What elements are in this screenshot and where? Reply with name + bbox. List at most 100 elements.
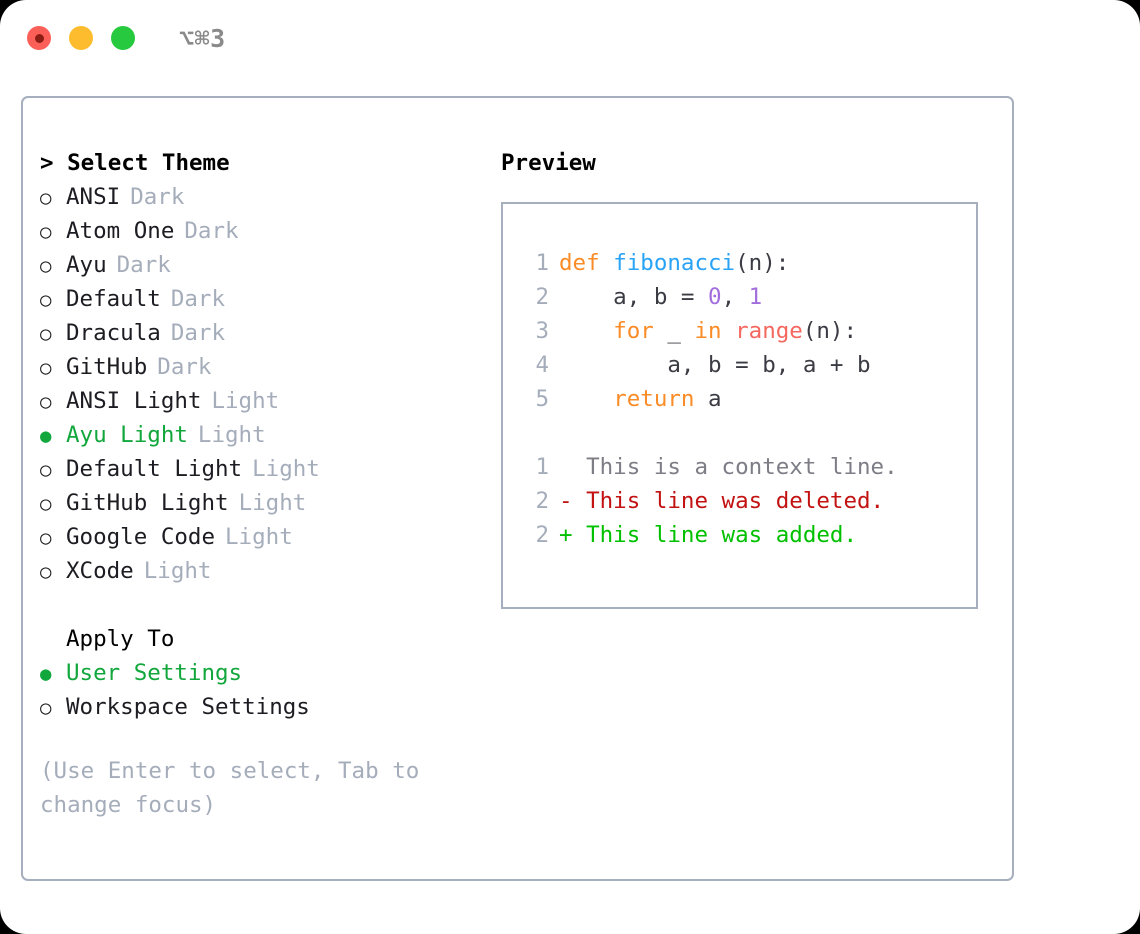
close-button-icon[interactable]	[27, 26, 51, 50]
radio-unselected-icon[interactable]: ○	[40, 289, 52, 311]
radio-selected-icon[interactable]: ●	[40, 425, 52, 447]
radio-unselected-icon[interactable]: ○	[40, 697, 52, 719]
theme-variant-tag: Light	[252, 456, 320, 482]
theme-list-item[interactable]: ○ ANSI Dark	[40, 180, 500, 214]
diff-line: 1 This is a context line.	[503, 450, 976, 484]
theme-name-label: Google Code	[66, 524, 216, 550]
code-token: a	[694, 386, 722, 412]
theme-variant-tag: Dark	[184, 218, 239, 244]
window-title: ⌥⌘3	[179, 23, 226, 53]
line-number: 3	[535, 318, 549, 344]
theme-name-label: ANSI	[66, 184, 121, 210]
diff-line-content: - This line was deleted.	[559, 488, 885, 514]
apply-to-list[interactable]: ●User Settings○Workspace Settings	[40, 656, 500, 724]
code-line: 3 for _ in range(n):	[503, 314, 976, 348]
minimize-button-icon[interactable]	[69, 26, 93, 50]
radio-unselected-icon[interactable]: ○	[40, 459, 52, 481]
radio-unselected-icon[interactable]: ○	[40, 221, 52, 243]
radio-unselected-icon[interactable]: ○	[40, 357, 52, 379]
radio-selected-icon[interactable]: ●	[40, 663, 52, 685]
theme-name-label: Ayu	[66, 252, 107, 278]
code-token: ,	[721, 284, 749, 310]
theme-variant-tag: Light	[225, 524, 293, 550]
code-token: (n):	[735, 250, 790, 276]
theme-name-label: Ayu Light	[66, 422, 188, 448]
radio-unselected-icon[interactable]: ○	[40, 391, 52, 413]
code-line-content: a, b = 0, 1	[559, 280, 762, 314]
line-number: 1	[535, 250, 549, 276]
radio-unselected-icon[interactable]: ○	[40, 561, 52, 583]
diff-line-content: This is a context line.	[559, 454, 898, 480]
code-line-content: return a	[559, 382, 722, 416]
theme-list-item[interactable]: ○ Default Dark	[40, 282, 500, 316]
code-line-content: for _ in range(n):	[559, 314, 857, 348]
theme-list-item[interactable]: ○ Atom One Dark	[40, 214, 500, 248]
code-token: in	[694, 318, 722, 344]
apply-to-item[interactable]: ●User Settings	[40, 656, 500, 690]
theme-list-item[interactable]: ○ Google Code Light	[40, 520, 500, 554]
radio-unselected-icon[interactable]: ○	[40, 527, 52, 549]
theme-variant-tag: Light	[211, 388, 280, 414]
code-diff-spacer	[503, 416, 976, 450]
theme-list-item[interactable]: ○ ANSI Light Light	[40, 384, 500, 418]
radio-unselected-icon[interactable]: ○	[40, 187, 52, 209]
code-token: (n):	[802, 318, 858, 344]
diff-sample: 1 This is a context line. 2 - This line wa…	[503, 450, 976, 552]
code-line-content: def fibonacci(n):	[559, 246, 789, 280]
theme-variant-tag: Dark	[130, 184, 185, 210]
theme-variant-tag: Dark	[170, 320, 226, 346]
code-line-content: a, b = b, a + b	[559, 348, 871, 382]
theme-name-label: Default Light	[66, 456, 243, 482]
preview-heading: Preview	[501, 150, 596, 176]
apply-to-item[interactable]: ○Workspace Settings	[40, 690, 500, 724]
theme-name-label: GitHub Light	[66, 490, 229, 516]
maximize-button-icon[interactable]	[111, 26, 135, 50]
section-spacer	[40, 588, 500, 622]
code-token: a, b = b, a + b	[559, 352, 871, 378]
keyboard-hint-text: (Use Enter to select, Tab to change focu…	[40, 758, 420, 818]
theme-name-label: ANSI Light	[66, 388, 202, 414]
select-theme-heading: > Select Theme	[40, 150, 230, 176]
theme-variant-tag: Light	[197, 422, 266, 448]
code-token: for	[613, 318, 654, 344]
code-token: a, b =	[559, 284, 709, 310]
code-token: def	[559, 250, 614, 276]
line-number: 4	[535, 352, 549, 378]
theme-variant-tag: Dark	[157, 354, 212, 380]
line-number: 2	[535, 284, 549, 310]
line-number: 1	[535, 454, 549, 480]
line-number: 2	[535, 488, 549, 514]
code-line: 1 def fibonacci(n):	[503, 246, 976, 280]
code-token: range	[735, 318, 803, 344]
code-token: return	[613, 386, 695, 412]
theme-name-label: XCode	[66, 558, 134, 584]
radio-unselected-icon[interactable]: ○	[40, 323, 52, 345]
line-number: 5	[535, 386, 549, 412]
code-token: 1	[748, 284, 763, 310]
code-token: fibonacci	[613, 250, 736, 276]
radio-unselected-icon[interactable]: ○	[40, 255, 52, 277]
code-line: 5 return a	[503, 382, 976, 416]
theme-list-item[interactable]: ● Ayu Light Light	[40, 418, 500, 452]
theme-list-item[interactable]: ○ Default Light Light	[40, 452, 500, 486]
theme-name-label: Default	[66, 286, 161, 312]
diff-line: 2 - This line was deleted.	[503, 484, 976, 518]
theme-variant-tag: Dark	[170, 286, 226, 312]
theme-list-item[interactable]: ○ GitHub Dark	[40, 350, 500, 384]
theme-name-label: GitHub	[66, 354, 148, 380]
radio-unselected-icon[interactable]: ○	[40, 493, 52, 515]
line-number: 2	[535, 522, 549, 548]
code-token: 0	[708, 284, 722, 310]
theme-name-label: Atom One	[66, 218, 175, 244]
